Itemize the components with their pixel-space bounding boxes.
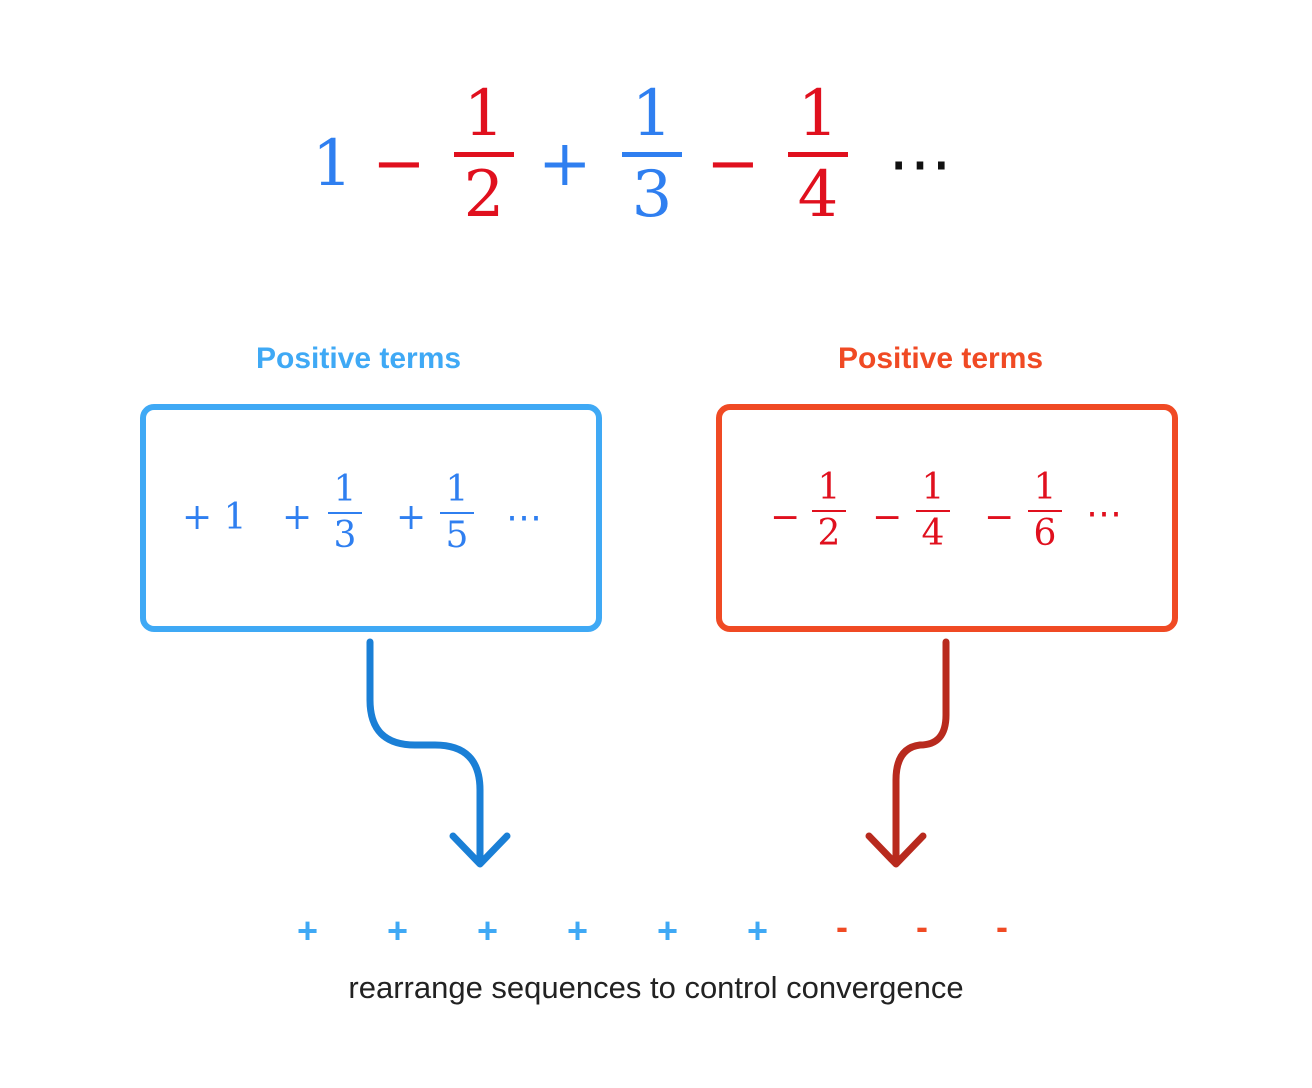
fraction-numerator: 1 (631, 77, 673, 151)
fraction-bar (788, 152, 848, 157)
fraction-bar (328, 512, 362, 514)
fraction-bar (812, 510, 846, 512)
series-ellipsis: ⋯ (888, 127, 952, 201)
fraction-denominator: 2 (817, 513, 841, 554)
minus-sign: - (916, 906, 928, 947)
minus-sign: - (996, 906, 1008, 947)
positive-lead-term: + 1 (182, 497, 247, 538)
fraction-bar (916, 510, 950, 512)
series-fraction: 1 4 (788, 82, 848, 227)
left-group-heading: Positive terms (256, 342, 462, 375)
fraction-denominator: 4 (921, 513, 945, 554)
series-operator: + (538, 127, 592, 201)
plus-sign: + (657, 910, 679, 951)
fraction-bar (1028, 510, 1062, 512)
minus-sign: - (836, 906, 848, 947)
negative-term-sign: − (770, 497, 801, 538)
series-fraction: 1 2 (454, 82, 514, 227)
fraction-denominator: 4 (797, 158, 839, 232)
positive-ellipsis: ⋯ (506, 497, 542, 538)
plus-sign: + (297, 910, 319, 951)
negative-ellipsis: ⋯ (1086, 493, 1122, 534)
series-operator: − (706, 127, 760, 201)
negative-term-fraction: 1 6 (1028, 470, 1062, 552)
caption: rearrange sequences to control convergen… (348, 970, 964, 1005)
plus-sign: + (747, 910, 769, 951)
fraction-numerator: 1 (463, 77, 505, 151)
positive-term-sign: + (282, 497, 313, 538)
series-first-term: 1 (312, 127, 353, 201)
plus-sign: + (477, 910, 499, 951)
fraction-numerator: 1 (921, 467, 945, 508)
negative-term-fraction: 1 4 (916, 470, 950, 552)
series-fraction: 1 3 (622, 82, 682, 227)
fraction-denominator: 6 (1033, 513, 1057, 554)
positive-term-fraction: 1 3 (328, 472, 362, 554)
fraction-numerator: 1 (445, 469, 469, 510)
fraction-numerator: 1 (817, 467, 841, 508)
negative-term-sign: − (984, 497, 1015, 538)
fraction-denominator: 5 (445, 515, 469, 556)
fraction-denominator: 3 (631, 158, 673, 232)
fraction-bar (622, 152, 682, 157)
negative-term-fraction: 1 2 (812, 470, 846, 552)
curved-arrow-down-icon (366, 638, 511, 868)
fraction-numerator: 1 (1033, 467, 1057, 508)
positive-terms-box (140, 404, 602, 632)
curved-arrow-down-icon (865, 638, 950, 868)
positive-term-fraction: 1 5 (440, 472, 474, 554)
right-group-heading: Positive terms (838, 342, 1044, 375)
fraction-denominator: 3 (333, 515, 357, 556)
fraction-bar (440, 512, 474, 514)
fraction-numerator: 1 (333, 469, 357, 510)
plus-sign: + (567, 910, 589, 951)
plus-sign: + (387, 910, 409, 951)
negative-term-sign: − (872, 497, 903, 538)
fraction-bar (454, 152, 514, 157)
negative-terms-box (716, 404, 1178, 632)
fraction-numerator: 1 (797, 77, 839, 151)
series-operator: − (372, 127, 426, 201)
fraction-denominator: 2 (463, 158, 505, 232)
positive-term-sign: + (396, 497, 427, 538)
